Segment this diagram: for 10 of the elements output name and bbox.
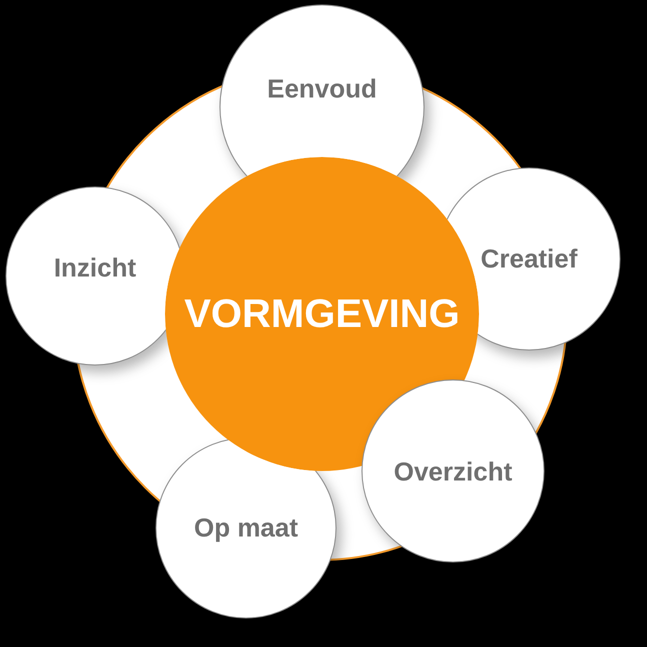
circle-node: [361, 379, 545, 563]
circle-node: [155, 438, 337, 619]
center-title: VORMGEVING: [184, 292, 460, 336]
circle-label: Inzicht: [54, 254, 136, 282]
circle-node: [219, 4, 425, 178]
circle-label: Op maat: [194, 514, 298, 542]
circle-label: Overzicht: [394, 458, 512, 486]
circle-label: Eenvoud: [267, 74, 377, 104]
circle-label: Creatief: [480, 244, 578, 274]
circle-node: [5, 186, 181, 366]
